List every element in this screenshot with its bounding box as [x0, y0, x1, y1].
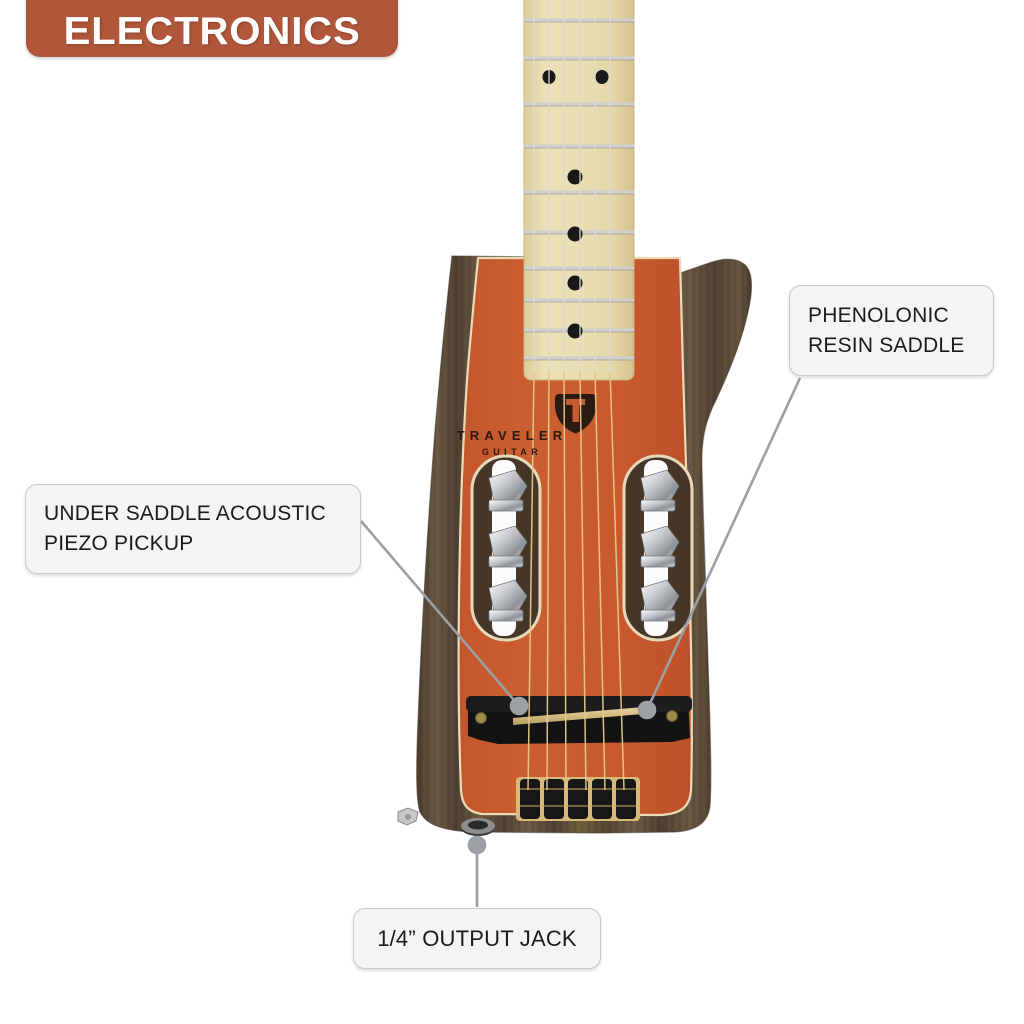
guitar-strings — [527, 369, 625, 791]
leader-dot-piezo — [509, 696, 529, 716]
leader-line-piezo — [360, 520, 520, 707]
callout-quarter-inch-output-jack[interactable]: 1/4” OUTPUT JACK — [353, 908, 601, 969]
callout-phenolonic-resin-saddle[interactable]: PHENOLONIC RESIN SADDLE — [789, 285, 994, 376]
callout-line: PHENOLONIC — [808, 303, 949, 327]
strap-button — [397, 807, 419, 826]
cream-resin-saddle — [513, 706, 655, 725]
maple-fretboard — [523, 0, 635, 381]
callout-line: PIEZO PICKUP — [44, 532, 194, 555]
guitar-strings-upper — [533, 0, 611, 372]
bridge-screws — [475, 710, 678, 724]
section-banner: ELECTRONICS — [26, 0, 398, 57]
fret-inlay-dots — [542, 70, 609, 339]
quarter-inch-output-jack — [461, 818, 495, 836]
callout-line: UNDER SADDLE ACOUSTIC — [44, 502, 326, 525]
callout-under-saddle-acoustic-piezo-pickup[interactable]: UNDER SADDLE ACOUSTIC PIEZO PICKUP — [25, 484, 361, 574]
right-tuner-slot — [622, 454, 694, 642]
section-banner-label: ELECTRONICS — [63, 10, 361, 53]
leader-dot-saddle — [637, 700, 657, 720]
leader-line-saddle — [645, 377, 802, 711]
callout-line: RESIN SADDLE — [808, 333, 965, 357]
orange-top-plate — [457, 256, 693, 817]
callout-line: 1/4” OUTPUT JACK — [377, 925, 577, 951]
left-tuner-slot — [470, 454, 542, 642]
traveler-t-shield-icon — [555, 394, 596, 434]
fret-wires — [524, 18, 634, 361]
leader-dot-jack — [467, 835, 487, 855]
